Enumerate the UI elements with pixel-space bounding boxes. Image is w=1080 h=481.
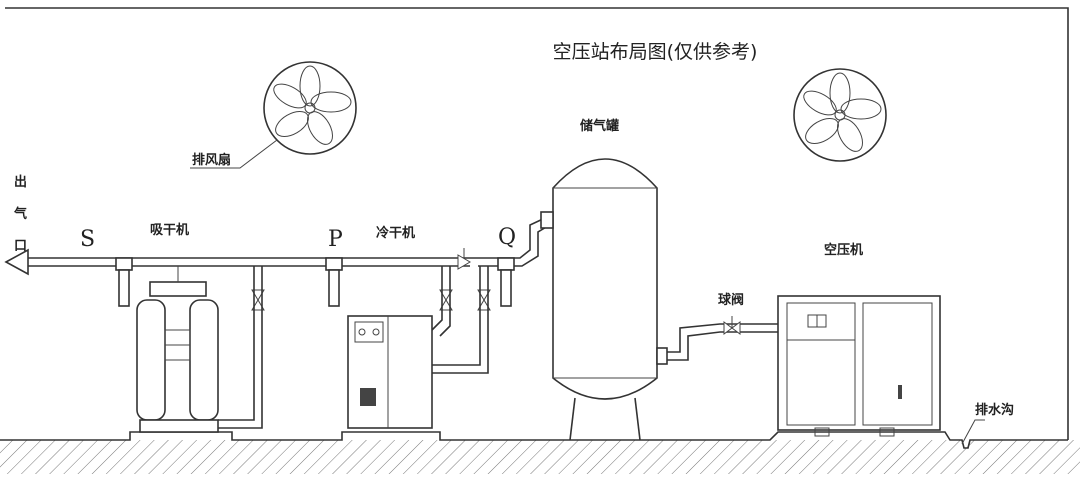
drain-leader-line — [961, 419, 985, 445]
refrigerated-dryer-label: 冷干机 — [376, 225, 415, 241]
air-compressor — [777, 295, 941, 437]
floor-hatch — [0, 440, 1080, 474]
outlet-arrow-icon — [4, 248, 29, 276]
compressor-label: 空压机 — [824, 242, 863, 258]
adsorption-dryer — [136, 266, 219, 433]
filter-p-label: P — [328, 227, 343, 252]
air-tank-label: 储气罐 — [579, 118, 619, 134]
filter-s-label: S — [80, 227, 95, 252]
filter-p — [325, 257, 343, 271]
diagram-title: 空压站布局图(仅供参考) — [553, 41, 758, 63]
outlet-label-1: 出 — [14, 174, 27, 190]
ball-valve-label: 球阀 — [718, 292, 744, 308]
filter-q-label: Q — [498, 225, 516, 250]
adsorption-dryer-label: 吸干机 — [150, 222, 189, 238]
air-tank — [540, 158, 668, 441]
main-air-pipe — [4, 217, 549, 276]
fan-label: 排风扇 — [192, 152, 231, 168]
filter-s — [115, 257, 133, 271]
refrigerated-dryer — [347, 315, 433, 429]
valves — [251, 248, 491, 311]
exhaust-fan-right — [793, 68, 887, 162]
drain-ditch-label: 排水沟 — [975, 402, 1014, 418]
filter-q — [497, 257, 515, 271]
room-outline — [0, 7, 1080, 474]
exhaust-fan-left — [263, 61, 357, 155]
ball-valve-icon — [723, 316, 741, 335]
outlet-label-2: 气 — [14, 206, 27, 222]
outlet-label-3: 口 — [14, 239, 27, 254]
fan-leader-line — [190, 139, 278, 169]
